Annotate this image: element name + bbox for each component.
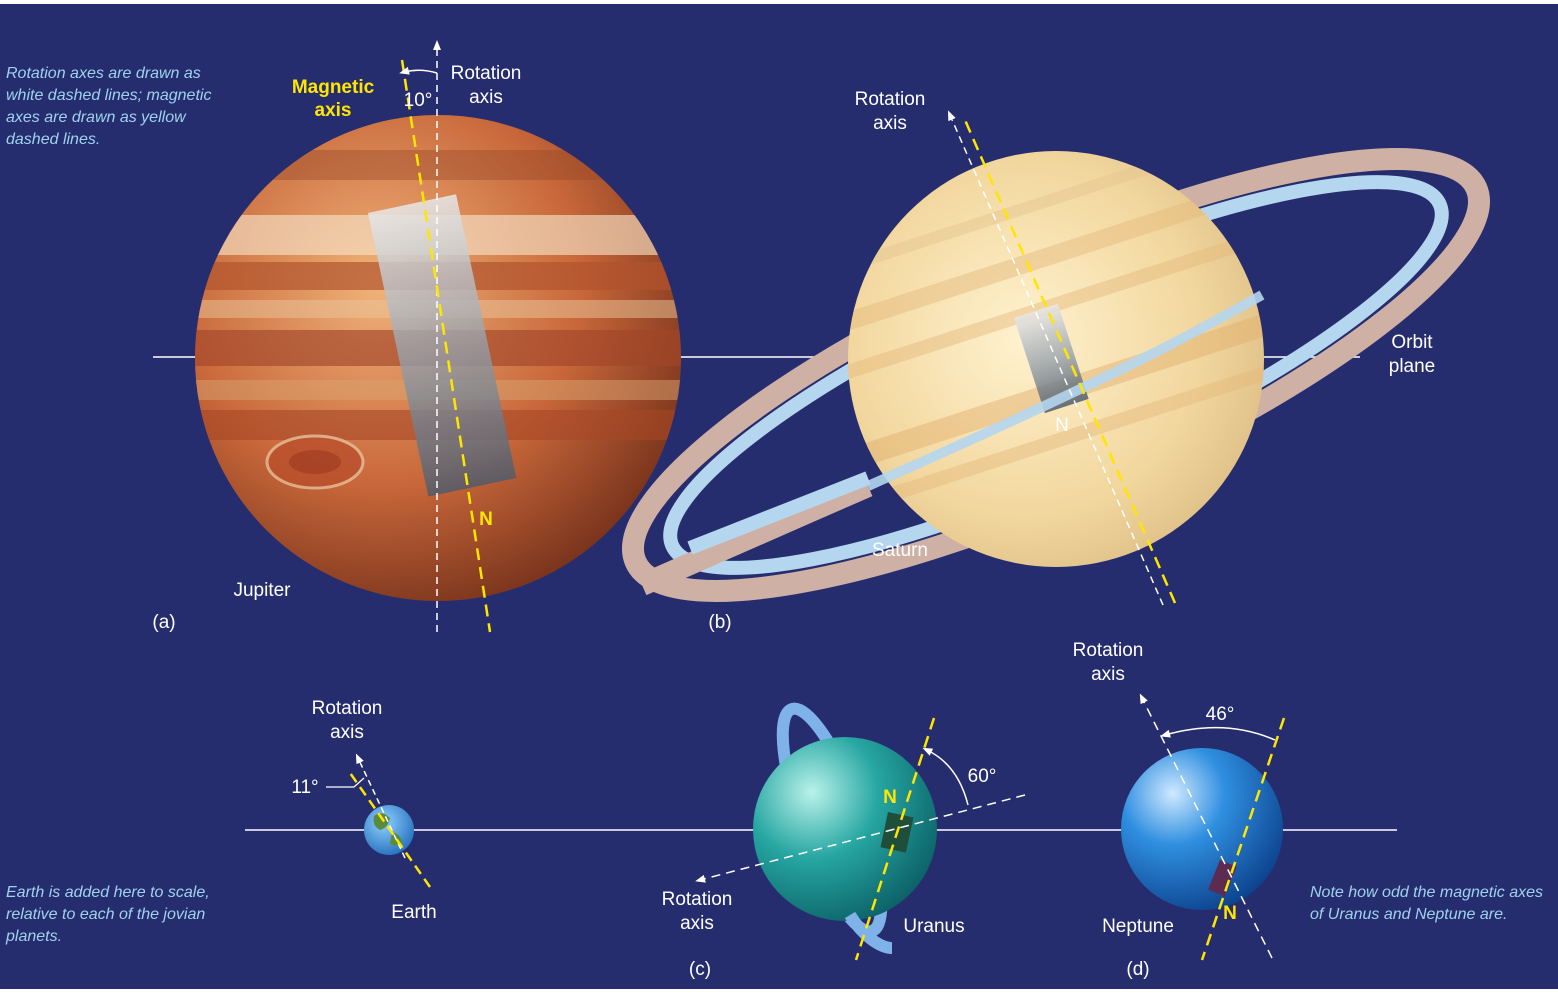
jupiter-name-label: Jupiter xyxy=(233,580,291,601)
note-line: relative to each of the jovian xyxy=(6,906,205,923)
uranus-magnetic-axis xyxy=(854,717,936,961)
neptune-angle-label: 46° xyxy=(1206,704,1235,725)
saturn-rotation-axis xyxy=(948,110,1164,606)
earth-rotation-axis-label: axis xyxy=(330,722,364,743)
earth-name-label: Earth xyxy=(391,902,436,923)
note-line: Rotation axes are drawn as xyxy=(6,65,201,82)
note-line: planets. xyxy=(5,928,62,945)
jupiter-magnetosphere-field xyxy=(368,194,517,497)
neptune-name-label: Neptune xyxy=(1102,916,1174,937)
panel-b-label: (b) xyxy=(708,612,731,633)
uranus-north-pole-label: N xyxy=(883,787,897,808)
neptune-rotation-label: Rotation xyxy=(1073,640,1144,661)
uranus-angle-arc xyxy=(922,747,969,806)
neptune-rotation-axis xyxy=(1139,693,1273,959)
earth-rotation-label: Rotation xyxy=(312,698,383,719)
axes-legend-note: Rotation axes are drawn as white dashed … xyxy=(6,65,211,148)
neptune-planet xyxy=(1121,748,1283,910)
uranus-planet xyxy=(753,737,937,921)
saturn-magnetosphere-field xyxy=(1013,303,1089,414)
panel-a-label: (a) xyxy=(152,612,175,633)
saturn-magnetic-axis xyxy=(963,119,1177,604)
orbit-plane-label: plane xyxy=(1389,356,1436,377)
uranus-rotation-axis xyxy=(695,794,1026,883)
neptune-north-pole-label: N xyxy=(1223,903,1237,924)
jupiter-magnetic-label: Magnetic xyxy=(292,77,375,98)
uranus-rotation-axis-label: axis xyxy=(680,913,714,934)
note-line: of Uranus and Neptune are. xyxy=(1310,906,1507,923)
jupiter-angle-arc xyxy=(399,66,438,75)
saturn-rotation-axis-label: axis xyxy=(873,113,907,134)
uranus-ring-front xyxy=(844,911,893,954)
earth-magnetic-axis xyxy=(346,769,432,888)
jupiter-planet xyxy=(195,115,681,601)
jupiter-rotation-axis-label: axis xyxy=(469,87,503,108)
note-line: axes are drawn as yellow xyxy=(6,109,187,126)
diagram-frame: Magnetic axis Rotation axis 10° N Jupite… xyxy=(0,4,1558,989)
jupiter-north-pole-label: N xyxy=(479,509,493,530)
neptune-angle-arc xyxy=(1160,726,1276,741)
saturn-ring-front-inner xyxy=(687,471,871,555)
saturn-name-label: Saturn xyxy=(872,540,928,561)
panel-d-label: (d) xyxy=(1126,959,1149,980)
jupiter-magnetic-axis xyxy=(400,59,492,633)
earth-rotation-axis xyxy=(355,753,406,859)
neptune-rotation-axis-label: axis xyxy=(1091,664,1125,685)
note-line: white dashed lines; magnetic xyxy=(6,87,211,104)
note-line: dashed lines. xyxy=(6,131,100,148)
jupiter-rotation-label: Rotation xyxy=(451,63,522,84)
earth-angle-label: 11° xyxy=(291,777,318,798)
note-line: Note how odd the magnetic axes xyxy=(1310,884,1543,901)
neptune-magnetosphere-field xyxy=(1208,860,1237,897)
uranus-rotation-label: Rotation xyxy=(662,889,733,910)
uranus-name-label: Uranus xyxy=(903,916,964,937)
uranus-angle-label: 60° xyxy=(968,766,997,787)
saturn-north-pole-label: N xyxy=(1055,415,1069,436)
saturn-rotation-label: Rotation xyxy=(855,89,926,110)
earth-scale-note: Earth is added here to scale, relative t… xyxy=(5,884,210,945)
orbit-label: Orbit xyxy=(1391,332,1433,353)
jupiter-magnetic-axis-label: axis xyxy=(315,100,352,121)
diagram-canvas: Magnetic axis Rotation axis 10° N Jupite… xyxy=(5,40,1543,980)
panel-c-label: (c) xyxy=(689,959,711,980)
note-line: Earth is added here to scale, xyxy=(6,884,210,901)
neptune-magnetic-axis xyxy=(1200,717,1286,961)
jupiter-angle-label: 10° xyxy=(404,90,433,111)
magnetic-axes-note: Note how odd the magnetic axes of Uranus… xyxy=(1310,884,1543,923)
saturn-ring-front-outer xyxy=(637,475,873,596)
